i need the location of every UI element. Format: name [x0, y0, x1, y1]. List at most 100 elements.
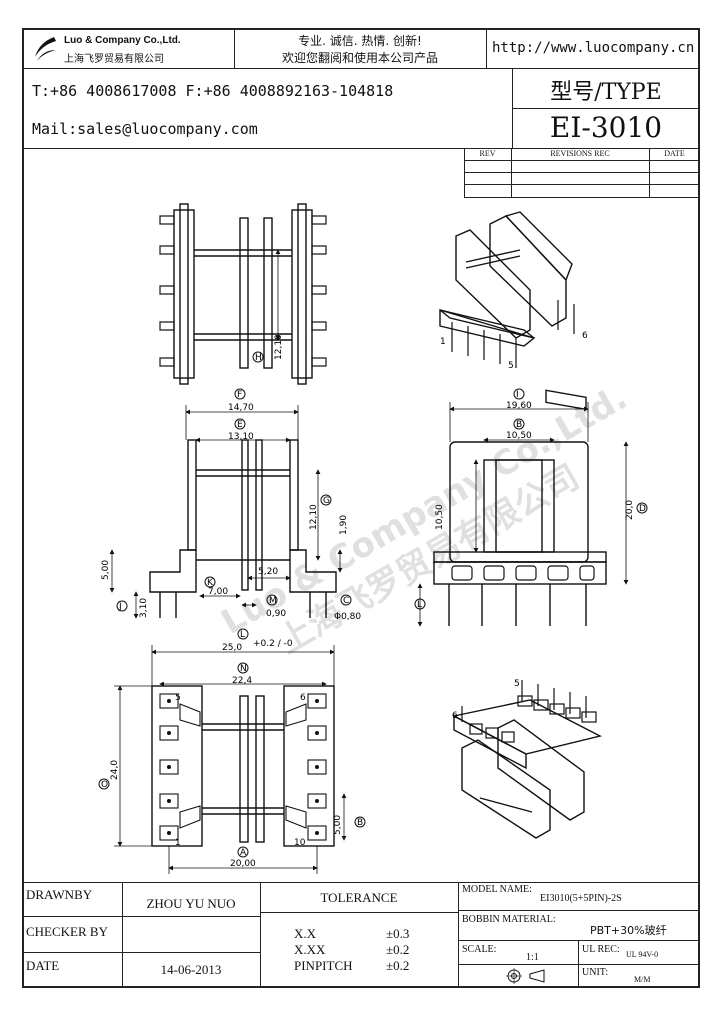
tb-sep-1	[122, 882, 123, 988]
callout-e-label: E	[237, 420, 243, 430]
callout-c-label: C	[343, 596, 349, 606]
callout-l-bottom-label: L	[240, 630, 245, 640]
tol-value-1: ±0.3	[386, 926, 410, 941]
callout-g	[320, 494, 332, 506]
email-address[interactable]: Mail:sales@luocompany.com	[32, 120, 258, 138]
dim-22-4: 22,4	[232, 676, 252, 686]
tb-sep-2	[260, 882, 261, 988]
callout-o	[98, 778, 110, 790]
bottom-pin-5: 5	[175, 693, 181, 703]
dim-24-0: 24,0	[110, 760, 120, 780]
callout-m	[266, 594, 278, 606]
callout-a	[237, 846, 249, 858]
company-name-en: Luo & Company Co.,Ltd.	[64, 35, 181, 46]
unit-value: M/M	[634, 975, 651, 984]
rev-col-header: REV	[479, 149, 496, 158]
type-mid-line	[512, 108, 700, 109]
type-label: 型号/TYPE	[550, 80, 662, 105]
contact-bottom-line	[22, 148, 700, 149]
rev-date-col-header: DATE	[664, 149, 685, 158]
isometric-view-1	[439, 211, 587, 411]
callout-l-bottom	[237, 628, 249, 640]
header-sep-1	[234, 28, 235, 68]
iso2-pin-5: 5	[514, 679, 520, 689]
dim-3-10: 3,10	[139, 598, 149, 618]
callout-o-label: O	[101, 780, 108, 790]
website-link[interactable]: http://www.luocompany.cn	[492, 40, 695, 56]
bobbin-material-value: PBT+30%玻纤	[590, 924, 667, 937]
callout-b-bottom-label: B	[357, 818, 363, 828]
callout-h-label: H	[255, 353, 262, 363]
dim-5-00-bottom: 5,00	[333, 815, 343, 835]
model-name-label: MODEL NAME:	[462, 884, 532, 895]
dim-phi-0-80: Φ0,80	[334, 612, 361, 622]
slogan-line-2: 欢迎您翻阅和使用本公司产品	[281, 51, 438, 65]
callout-d-label: D	[639, 504, 646, 514]
dim-25-0: 25,0	[222, 643, 242, 653]
callout-j-label: J	[118, 602, 122, 612]
bottom-pin-1: 1	[175, 838, 181, 848]
iso1-pin-1: 1	[440, 337, 446, 347]
dim-20-0: 20,0	[625, 500, 635, 520]
tb-row-line-2	[22, 952, 260, 953]
front-view	[109, 405, 343, 619]
logo-swoosh-icon	[35, 37, 56, 61]
tol-label-1: X.X	[294, 926, 317, 941]
tb-row-line-1	[22, 916, 260, 917]
callout-i-label: I	[516, 390, 519, 400]
dim-10-50-v: 10,50	[435, 504, 445, 530]
callout-b-top-label: B	[516, 420, 522, 430]
callout-j	[116, 600, 128, 612]
tb-tol-line	[260, 912, 458, 913]
iso1-pin-6: 6	[582, 331, 588, 341]
phone-fax: T:+86 4008617008 F:+86 4008892163-104818	[32, 82, 394, 100]
callout-l	[414, 598, 426, 610]
unit-label: UNIT:	[582, 967, 609, 978]
tb-sep-3	[458, 882, 459, 988]
dim-14-70: 14,70	[228, 403, 254, 413]
ul-rec-value: UL 94V-0	[626, 950, 659, 959]
iso1-pin-5: 5	[508, 361, 514, 371]
iso2-pin-6: 6	[452, 711, 458, 721]
top-view	[159, 203, 327, 385]
bottom-pin-10: 10	[294, 838, 306, 848]
dim-19-60: 19,60	[506, 401, 532, 411]
tb-right-line-3	[458, 964, 700, 965]
dim-12-10-mid: 12,10	[309, 504, 319, 530]
drawing-sheet	[22, 28, 700, 988]
tol-value-3: ±0.2	[386, 958, 410, 973]
isometric-view-2	[451, 680, 602, 839]
callout-e	[234, 418, 246, 430]
checker-label: CHECKER BY	[26, 924, 108, 939]
callout-b-top	[513, 418, 525, 430]
callout-b-bottom	[354, 816, 366, 828]
tolerance-label: TOLERANCE	[320, 890, 398, 905]
tol-label-2: X.XX	[294, 942, 326, 957]
tb-right-line-1	[458, 910, 700, 911]
header-sep-2	[486, 28, 487, 68]
dim-7-00: 7,00	[208, 587, 228, 597]
company-name-cn: 上海飞罗贸易有限公司	[64, 54, 164, 65]
scale-label: SCALE:	[462, 944, 497, 955]
projection-symbol-icon	[506, 968, 545, 984]
rev-rec-col-header: REVISIONS REC	[550, 149, 610, 158]
ul-rec-label: UL REC:	[582, 944, 620, 955]
dim-1-90: 1,90	[339, 515, 349, 535]
drawnby-value: ZHOU YU NUO	[146, 896, 236, 911]
revision-table: REV REVISIONS REC DATE	[464, 148, 700, 198]
callout-f-label: F	[237, 390, 242, 400]
callout-c	[340, 594, 352, 606]
dim-5-00: 5,00	[101, 560, 111, 580]
slogan-line-1: 专业. 诚信. 热情. 创新!	[298, 34, 422, 48]
dim-12-10-top: 12,10	[274, 334, 284, 360]
bobbin-material-label: BOBBIN MATERIAL:	[462, 914, 556, 925]
dim-13-10: 13,10	[228, 432, 254, 442]
title-block-top	[22, 882, 700, 883]
dim-20-00: 20,00	[230, 859, 256, 869]
callout-f	[234, 388, 246, 400]
model-name-value: EI3010(5+5PIN)-2S	[540, 893, 622, 904]
callout-a-label: A	[240, 848, 247, 858]
callout-d	[636, 502, 648, 514]
tol-label-3: PINPITCH	[294, 958, 353, 973]
dim-5-20: 5,20	[258, 567, 278, 577]
